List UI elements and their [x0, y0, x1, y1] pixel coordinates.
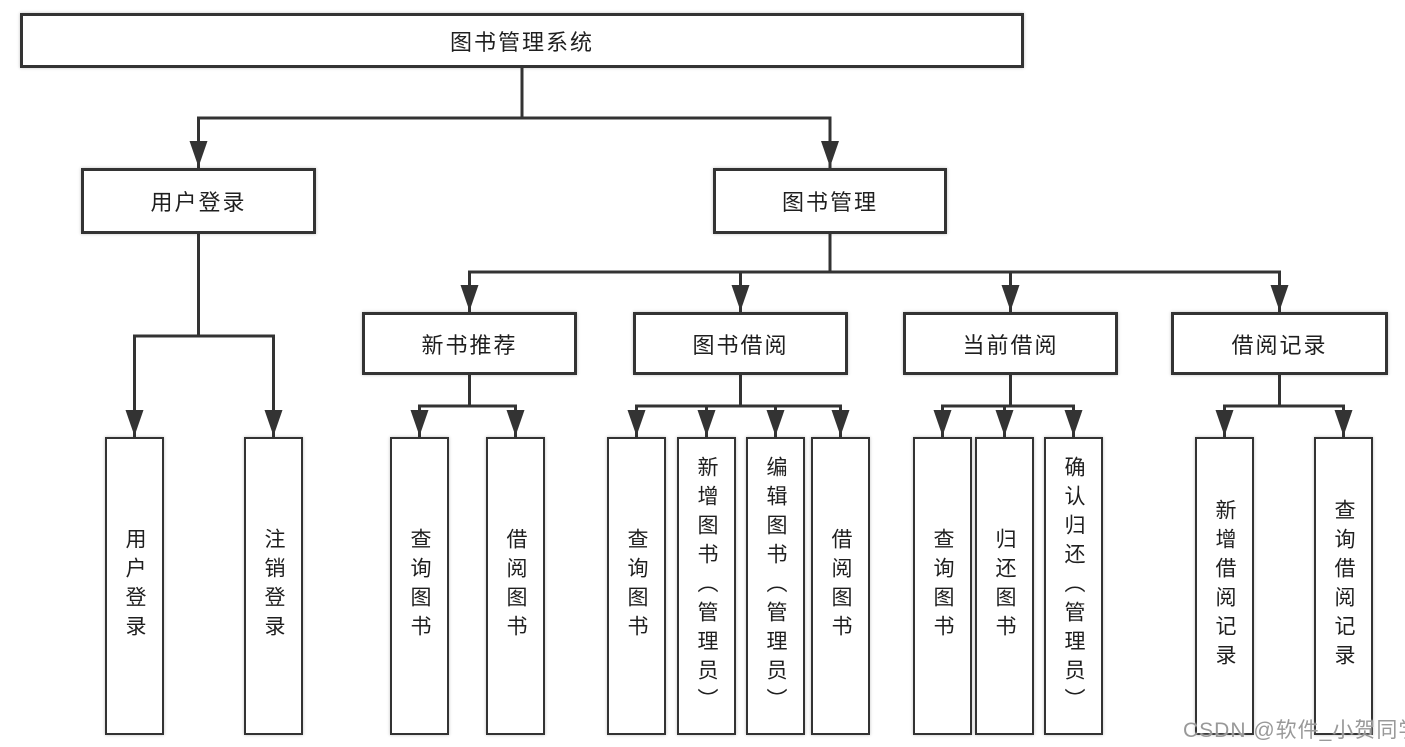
node-borrowing-records: 借阅记录 — [1171, 312, 1388, 375]
user-login-split-line — [133, 232, 275, 338]
book-management-split-line — [468, 232, 1281, 274]
watermark: CSDN @软件_小贺同学 — [1183, 719, 1405, 742]
node-new-book-recommendation: 新书推荐 — [362, 312, 577, 375]
node-current-borrowing: 当前借阅 — [903, 312, 1118, 375]
node-library-management-system: 图书管理系统 — [20, 13, 1024, 68]
node-book-management: 图书管理 — [713, 168, 947, 234]
leaf-borrow-books-recommend: 借阅图书 — [486, 437, 545, 735]
leaf-add-book-admin: 新增图书（管理员） — [677, 437, 736, 735]
node-user-login: 用户登录 — [81, 168, 316, 234]
leaf-query-books-borrowing: 查询图书 — [607, 437, 666, 735]
leaf-confirm-return-admin: 确认归还（管理员） — [1044, 437, 1103, 735]
leaf-query-borrow-record: 查询借阅记录 — [1314, 437, 1373, 735]
new-book-split-line — [418, 373, 517, 408]
borrowing-records-split-line — [1223, 373, 1345, 408]
leaf-user-login: 用户登录 — [105, 437, 164, 735]
root-split-line — [197, 66, 832, 120]
leaf-logout-login: 注销登录 — [244, 437, 303, 735]
leaf-query-books-current: 查询图书 — [913, 437, 972, 735]
leaf-return-book: 归还图书 — [975, 437, 1034, 735]
leaf-add-borrow-record: 新增借阅记录 — [1195, 437, 1254, 735]
leaf-edit-book-admin: 编辑图书（管理员） — [746, 437, 805, 735]
leaf-borrow-books: 借阅图书 — [811, 437, 870, 735]
node-book-borrowing: 图书借阅 — [633, 312, 848, 375]
leaf-query-books-recommend: 查询图书 — [390, 437, 449, 735]
current-borrowing-split-line — [941, 373, 1075, 408]
book-borrowing-split-line — [635, 373, 842, 408]
